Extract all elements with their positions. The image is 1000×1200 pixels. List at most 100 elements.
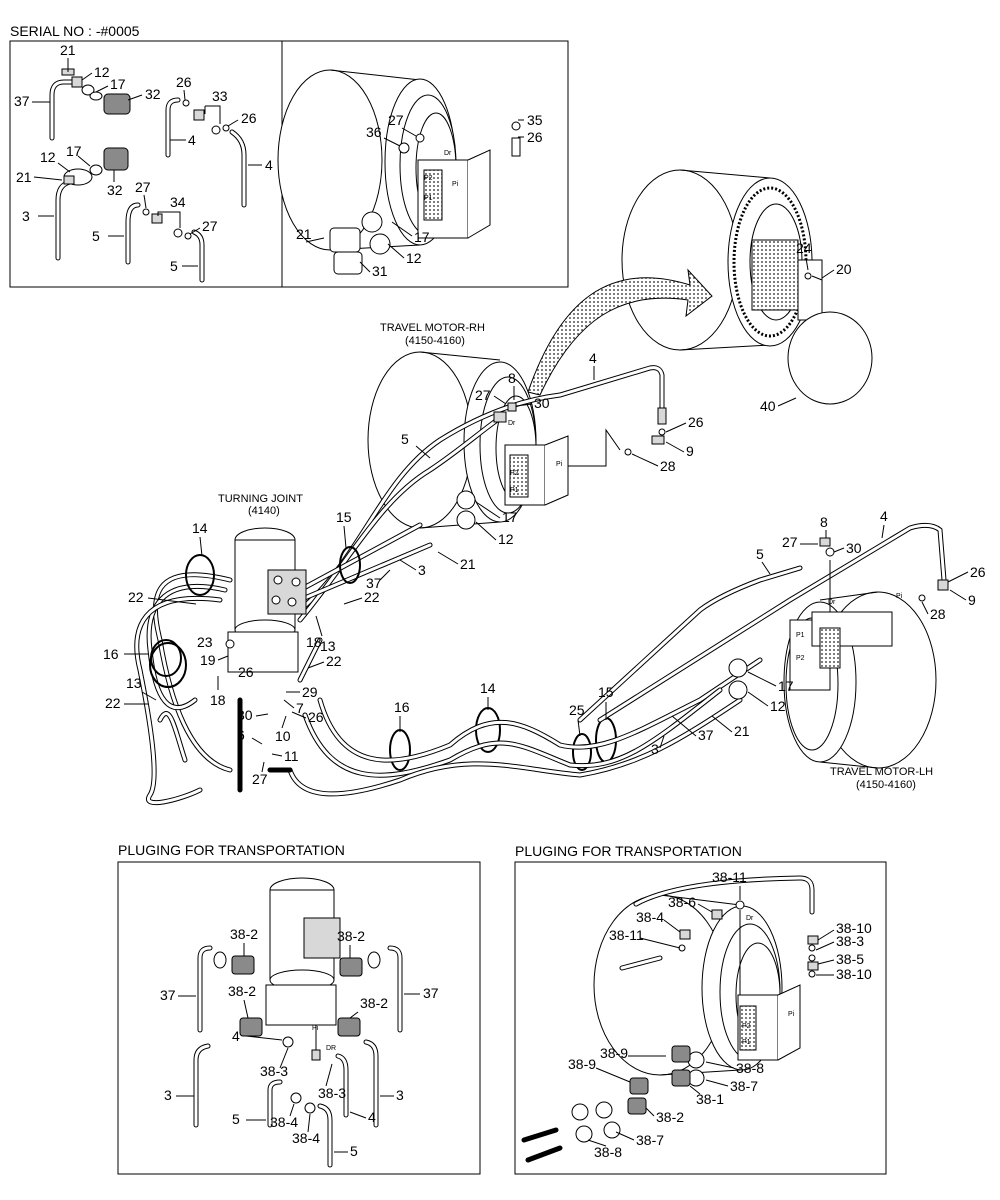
svg-text:14: 14 [480,680,496,696]
svg-text:23: 23 [197,634,213,650]
svg-text:4: 4 [880,508,888,524]
svg-text:Dr: Dr [746,915,754,922]
svg-text:18: 18 [306,634,322,650]
svg-text:30: 30 [534,395,550,411]
svg-text:P1: P1 [742,1039,751,1046]
travel-motor-lh: P1 P2 Pi Dr [728,537,949,769]
box1-callouts: 21 12 17 37 32 26 33 26 4 4 12 17 21 32 … [14,42,273,274]
svg-text:26: 26 [238,664,254,680]
svg-text:4: 4 [188,132,196,148]
rh-callouts: 4 8 27 30 26 9 28 5 17 12 21 3 37 [366,350,704,591]
svg-text:5: 5 [232,1111,240,1127]
svg-text:40: 40 [760,398,776,414]
svg-text:37: 37 [366,575,382,591]
serial-number: SERIAL NO : -#0005 [10,23,140,39]
svg-text:Dr: Dr [444,150,452,157]
svg-text:32: 32 [107,182,123,198]
svg-text:12: 12 [498,531,514,547]
pluging-left-callouts: 38-2 38-2 37 38-2 38-2 37 4 38-3 38-3 4 … [160,926,439,1159]
svg-text:27: 27 [388,112,404,128]
svg-text:38-2: 38-2 [230,926,258,942]
svg-text:22: 22 [364,589,380,605]
svg-text:27: 27 [782,534,798,550]
svg-text:21: 21 [60,42,76,58]
svg-text:DR: DR [326,1045,336,1052]
svg-text:38-11: 38-11 [609,927,644,943]
svg-text:22: 22 [128,589,144,605]
svg-text:20: 20 [836,261,852,277]
turning-joint [227,527,307,673]
svg-text:38-10: 38-10 [836,920,872,936]
svg-text:38-10: 38-10 [836,966,872,982]
svg-text:P2: P2 [424,175,433,182]
turning-joint-label: TURNING JOINT [218,493,303,505]
svg-text:5: 5 [756,546,764,562]
svg-text:P1: P1 [510,487,519,494]
svg-text:38-9: 38-9 [568,1056,596,1072]
hose-bundles [134,522,947,806]
svg-text:38-4: 38-4 [636,909,664,925]
svg-text:P1: P1 [424,195,433,202]
svg-text:17: 17 [110,76,126,92]
svg-text:16: 16 [103,646,119,662]
svg-text:22: 22 [326,653,342,669]
svg-text:Pi: Pi [556,461,563,468]
pluging-right-callouts: 38-11 38-6 38-4 38-11 38-10 38-3 38-5 38… [568,869,872,1160]
svg-text:38-2: 38-2 [656,1109,684,1125]
svg-text:4: 4 [265,157,273,173]
svg-text:Pi: Pi [788,1011,795,1018]
drive-motor-exploded [527,169,873,405]
svg-text:34: 34 [170,194,186,210]
drive-motor-callouts: 24 20 40 [760,240,852,414]
svg-text:6: 6 [237,727,245,743]
svg-text:18: 18 [210,692,226,708]
box2-motor: P2 P1 Pi Dr [277,69,521,275]
svg-text:3: 3 [418,562,426,578]
turning-joint-code: (4140) [248,505,280,517]
svg-text:17: 17 [66,143,82,159]
svg-text:14: 14 [192,520,208,536]
detail-frame [9,40,569,288]
svg-text:36: 36 [366,124,382,140]
svg-text:27: 27 [135,179,151,195]
pluging-right-title: PLUGING FOR TRANSPORTATION [515,843,742,859]
svg-text:21: 21 [460,556,476,572]
svg-text:3: 3 [22,208,30,224]
svg-text:38-2: 38-2 [360,995,388,1011]
svg-text:28: 28 [660,458,676,474]
travel-motor-lh-code: (4150-4160) [856,779,916,791]
svg-text:4: 4 [368,1109,376,1125]
box1-parts [49,68,247,283]
svg-text:11: 11 [284,748,299,764]
svg-text:38-7: 38-7 [730,1078,758,1094]
svg-text:27: 27 [202,218,218,234]
svg-text:37: 37 [160,987,176,1003]
svg-text:16: 16 [394,699,410,715]
svg-text:3: 3 [396,1087,404,1103]
svg-text:30: 30 [846,540,862,556]
svg-text:3: 3 [651,741,659,757]
pluging-right-frame [514,861,887,1175]
pluging-left-frame [117,861,481,1175]
svg-text:21: 21 [16,169,32,185]
svg-text:26: 26 [241,110,257,126]
svg-text:38-8: 38-8 [594,1144,622,1160]
svg-text:Pi: Pi [452,181,459,188]
svg-text:4: 4 [232,1028,240,1044]
svg-text:26: 26 [176,74,192,90]
svg-text:12: 12 [406,250,422,266]
svg-text:10: 10 [275,728,291,744]
svg-text:5: 5 [92,228,100,244]
svg-text:31: 31 [372,263,388,279]
svg-text:26: 26 [527,129,543,145]
svg-text:38-11: 38-11 [712,869,747,885]
svg-text:38-2: 38-2 [228,983,256,999]
svg-text:13: 13 [126,675,142,691]
svg-text:24: 24 [796,240,812,256]
svg-text:Pi: Pi [896,593,903,600]
svg-text:3: 3 [164,1087,172,1103]
svg-text:38-8: 38-8 [736,1060,764,1076]
svg-text:27: 27 [475,387,491,403]
svg-text:26: 26 [688,414,704,430]
svg-text:12: 12 [94,64,110,80]
